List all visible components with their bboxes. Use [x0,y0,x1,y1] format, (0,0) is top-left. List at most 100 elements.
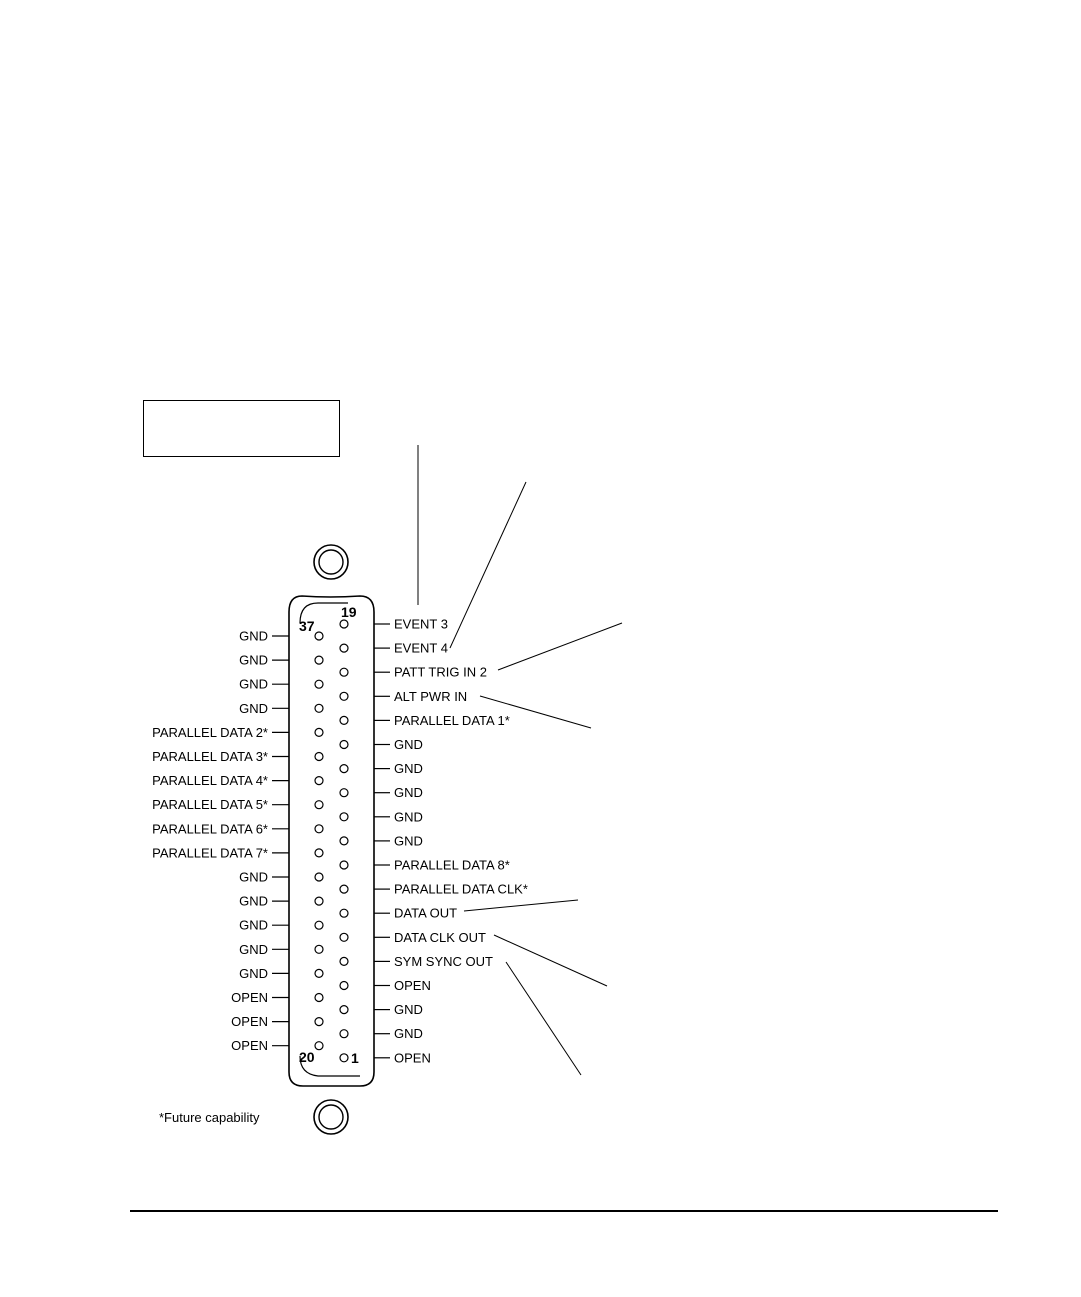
callout-line-data-out [463,899,579,912]
pin-1-label: OPEN [394,1050,431,1065]
pin-31-contact [314,775,324,786]
pin-16-contact [339,691,349,701]
pin-16: ALT PWR IN [339,689,467,704]
pin-8-label: PARALLEL DATA CLK* [394,882,528,897]
pin-28-label: PARALLEL DATA 7* [152,845,268,860]
pin-22-contact [314,992,324,1003]
pin-31-label: PARALLEL DATA 4* [152,773,268,788]
pin-33: PARALLEL DATA 2* [152,725,324,740]
callout-line-alt-pwr-in [479,695,592,729]
pin-23: GND [239,966,324,981]
legend-box [143,400,340,457]
pin-2-label: GND [394,1026,423,1041]
pin-37-contact [314,631,324,641]
pin-2-contact [339,1029,349,1039]
pin-2: GND [339,1026,423,1041]
pin-15-label: PARALLEL DATA 1* [394,713,510,728]
pin-18-label: EVENT 4 [394,641,448,656]
pin-3: GND [339,1002,423,1017]
pin-19: EVENT 3 [339,617,448,632]
pin-36: GND [239,653,324,668]
pin-9: PARALLEL DATA 8* [339,858,510,873]
pin-32-contact [314,751,324,762]
pin-number-1: 1 [351,1050,359,1066]
pin-35-contact [314,679,324,689]
pin-20-label: OPEN [231,1038,268,1053]
connector-shell-inner-top [299,602,348,624]
pin-32-label: PARALLEL DATA 3* [152,749,268,764]
pin-35-label: GND [239,677,268,692]
pin-25: GND [239,918,324,933]
pin-13-label: GND [394,761,423,776]
pin-16-label: ALT PWR IN [394,689,467,704]
callout-line-event-4 [449,481,527,649]
pin-number-19: 19 [341,604,357,620]
pin-5: SYM SYNC OUT [339,954,493,969]
callout-line-data-clk-out [493,934,608,987]
pin-18: EVENT 4 [339,641,448,656]
pin-31: PARALLEL DATA 4* [152,773,324,788]
pin-12-contact [339,788,349,798]
footnote-future-capability: *Future capability [159,1110,260,1125]
pin-17: PATT TRIG IN 2 [339,665,487,680]
pin-29-label: PARALLEL DATA 6* [152,821,268,836]
pin-33-contact [314,727,324,738]
pin-10-label: GND [394,833,423,848]
callout-lines [417,445,623,1076]
pin-32: PARALLEL DATA 3* [152,749,324,764]
pin-6-contact [339,932,349,942]
pin-8-contact [339,884,349,894]
pin-number-37: 37 [299,618,315,634]
pin-23-label: GND [239,966,268,981]
pin-21: OPEN [231,1014,324,1029]
pin-6-label: DATA CLK OUT [394,930,486,945]
pin-4: OPEN [339,978,431,993]
pin-28-contact [314,848,324,858]
pin-11-contact [339,812,349,822]
pin-17-label: PATT TRIG IN 2 [394,665,487,680]
pin-20-contact [314,1041,324,1051]
pin-27-contact [314,872,324,882]
pin-22-label: OPEN [231,990,268,1005]
pin-23-contact [314,968,324,979]
pin-4-contact [339,980,349,991]
left-pin-column: GND GND GND GND PARALLEL DATA 2* PARALLEL DAT… [152,629,324,1053]
pin-14-contact [339,739,349,750]
pin-26-label: GND [239,894,268,909]
pin-34: GND [239,701,324,716]
pin-36-label: GND [239,653,268,668]
pin-26-contact [314,896,324,906]
pin-36-contact [314,655,324,665]
pin-3-label: GND [394,1002,423,1017]
right-pin-column: EVENT 3 EVENT 4 PATT TRIG IN 2 ALT PWR IN PA… [339,617,528,1065]
pin-25-contact [314,920,324,930]
pin-35: GND [239,677,324,692]
pin-5-contact [339,956,349,967]
pin-4-label: OPEN [394,978,431,993]
top-mounting-hole [313,544,349,580]
pin-17-contact [339,667,349,677]
page-bottom-rule [130,1210,998,1212]
pin-10: GND [339,833,423,848]
pin-7: DATA OUT [339,906,457,921]
pin-13: GND [339,761,423,776]
pin-14: GND [339,737,423,752]
pin-30-label: PARALLEL DATA 5* [152,797,268,812]
pin-18-contact [339,643,349,653]
pin-3-contact [339,1004,349,1015]
callout-line-sym-sync-out [505,961,582,1076]
pin-34-label: GND [239,701,268,716]
pin-19-contact [339,619,349,629]
pin-10-contact [339,836,349,846]
pin-1-contact [339,1053,349,1063]
pin-11: GND [339,809,423,824]
pin-27: GND [239,870,324,885]
pin-8: PARALLEL DATA CLK* [339,882,528,897]
pin-24-label: GND [239,942,268,957]
pin-15-contact [339,715,349,726]
pin-9-label: PARALLEL DATA 8* [394,858,510,873]
pin-20: OPEN [231,1038,324,1053]
bottom-mounting-hole [313,1099,349,1135]
pin-30-contact [314,800,324,810]
